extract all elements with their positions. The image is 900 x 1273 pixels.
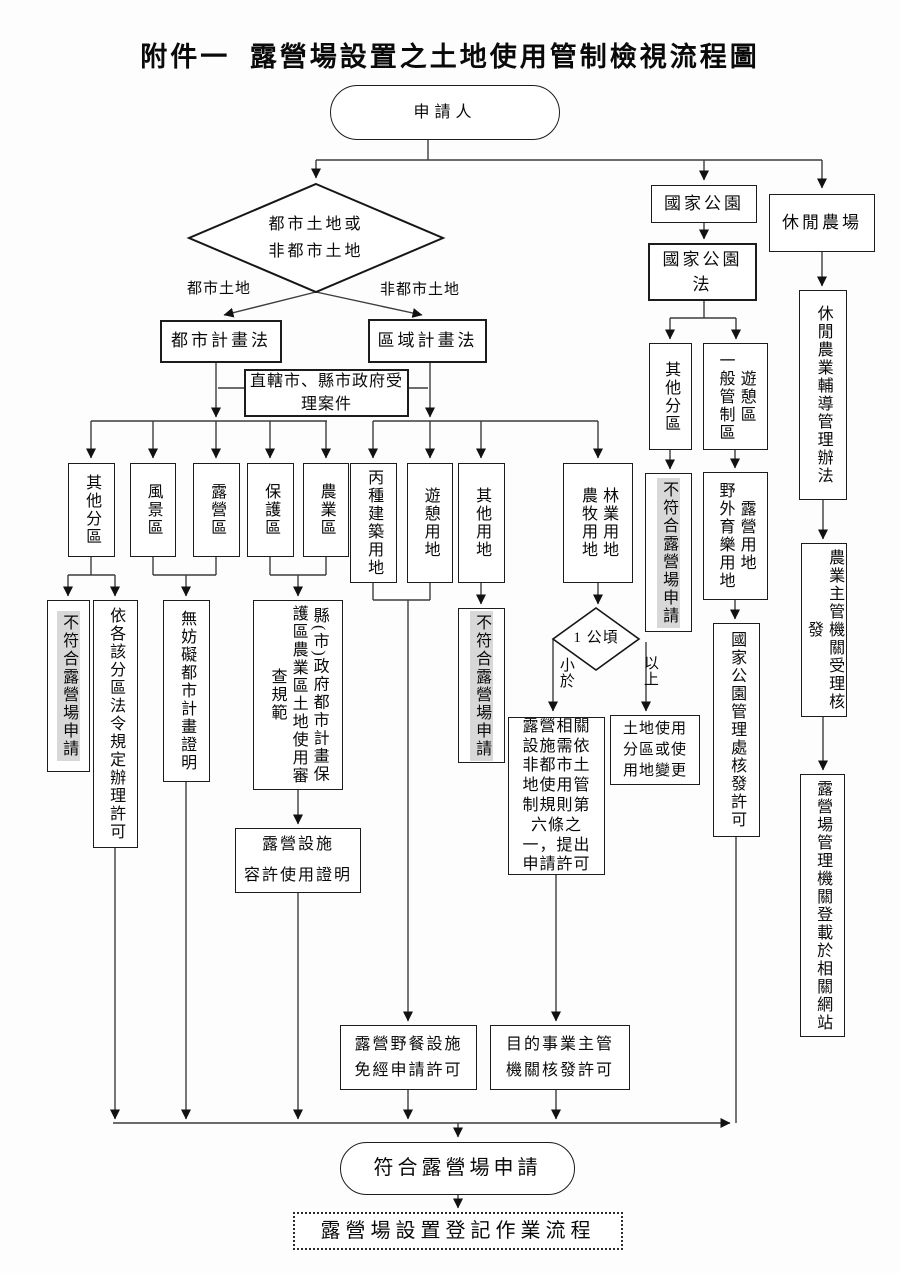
picnic-no-permit-box: 露營野餐設施 免經申請許可 — [340, 1025, 477, 1090]
land-recreation-box: 遊憩用地 — [407, 463, 453, 583]
national-park-box: 國家公園 — [651, 185, 757, 223]
county-review-box: 縣(市)政府都市計畫保 護區農業區土地使用審 查規範 — [253, 600, 343, 790]
land-forestry-pasture-box: 林業用地 農牧用地 — [563, 463, 633, 583]
np-admin-permit-box: 國家公園管理處核發許可 — [713, 623, 760, 837]
hectare-question: 1 公頃 — [573, 630, 619, 647]
applicant-oval: 申請人 — [330, 85, 560, 140]
regional-planning-law-box: 區域計畫法 — [368, 319, 487, 363]
land-building-c-box: 丙種建築用地 — [350, 463, 397, 583]
authority-permit-box: 目的事業主管 機關核發許可 — [490, 1025, 630, 1090]
flow-arrows — [63, 140, 828, 1209]
zone-other-box: 其他分區 — [68, 463, 115, 557]
not-eligible-urban-box: 不符合露營場申請 — [47, 600, 90, 772]
no-hindrance-cert-box: 無妨礙都市計畫證明 — [163, 600, 210, 782]
apply-article-6-1-box: 露營相關 設施需依 非都市土 地使用管 制規則第 六條之 一，提出 申請許可 — [508, 717, 605, 875]
page-title: 附件一 露營場設置之土地使用管制檢視流程圖 — [140, 42, 760, 73]
agri-authority-box: 農業主管機關受理核發 — [801, 543, 847, 717]
not-eligible-np-box: 不符合露營場申請 — [645, 473, 692, 632]
zone-camping-box: 露營區 — [193, 463, 240, 557]
not-eligible-otherland-box: 不符合露營場申請 — [458, 608, 505, 763]
per-zone-permit-box: 依各該分區法令規定辦理許可 — [93, 600, 138, 848]
gov-accept-box: 直轄市、縣市政府受 理案件 — [244, 369, 409, 417]
np-zone-other-box: 其他分區 — [649, 343, 692, 450]
land-type-diamond — [186, 182, 446, 294]
branch-label-above: 以上 — [641, 655, 658, 687]
branch-label-nonurban: 非都市土地 — [379, 282, 460, 299]
hectare-diamond — [551, 607, 641, 671]
zone-protection-box: 保護區 — [247, 463, 294, 557]
zone-scenic-box: 風景區 — [130, 463, 176, 557]
registration-process-box: 露營場設置登記作業流程 — [293, 1212, 623, 1250]
urban-planning-law-box: 都市計畫法 — [160, 320, 282, 363]
land-type-question: 都市土地或 非都市土地 — [268, 215, 364, 260]
eligible-oval: 符合露營場申請 — [340, 1142, 575, 1195]
branch-label-less-than: 小於 — [557, 657, 574, 689]
leisure-farm-box: 休閒農場 — [769, 194, 875, 252]
not-eligible-urban-text: 不符合露營場申請 — [56, 611, 81, 761]
land-other-box: 其他用地 — [458, 463, 505, 583]
branch-label-urban: 都市土地 — [186, 281, 251, 298]
zone-agriculture-box: 農業區 — [303, 463, 349, 557]
np-camp-land-box: 露營用地 野外育樂用地 — [703, 472, 768, 600]
national-park-law-box: 國家公園 法 — [648, 243, 757, 301]
camp-facility-cert-box: 露營設施 容許使用證明 — [235, 828, 361, 893]
not-eligible-np-text: 不符合露營場申請 — [656, 477, 681, 628]
np-zone-general-recreation-box: 遊憩區 一般管制區 — [703, 343, 768, 450]
website-register-box: 露營場管理機關登載於相關網站 — [800, 774, 845, 1037]
not-eligible-otherland-text: 不符合露營場申請 — [469, 610, 494, 761]
land-change-box: 土地使用 分區或使 用地變更 — [610, 715, 700, 785]
leisure-farm-law-box: 休閒農業輔導管理辦法 — [799, 290, 847, 500]
